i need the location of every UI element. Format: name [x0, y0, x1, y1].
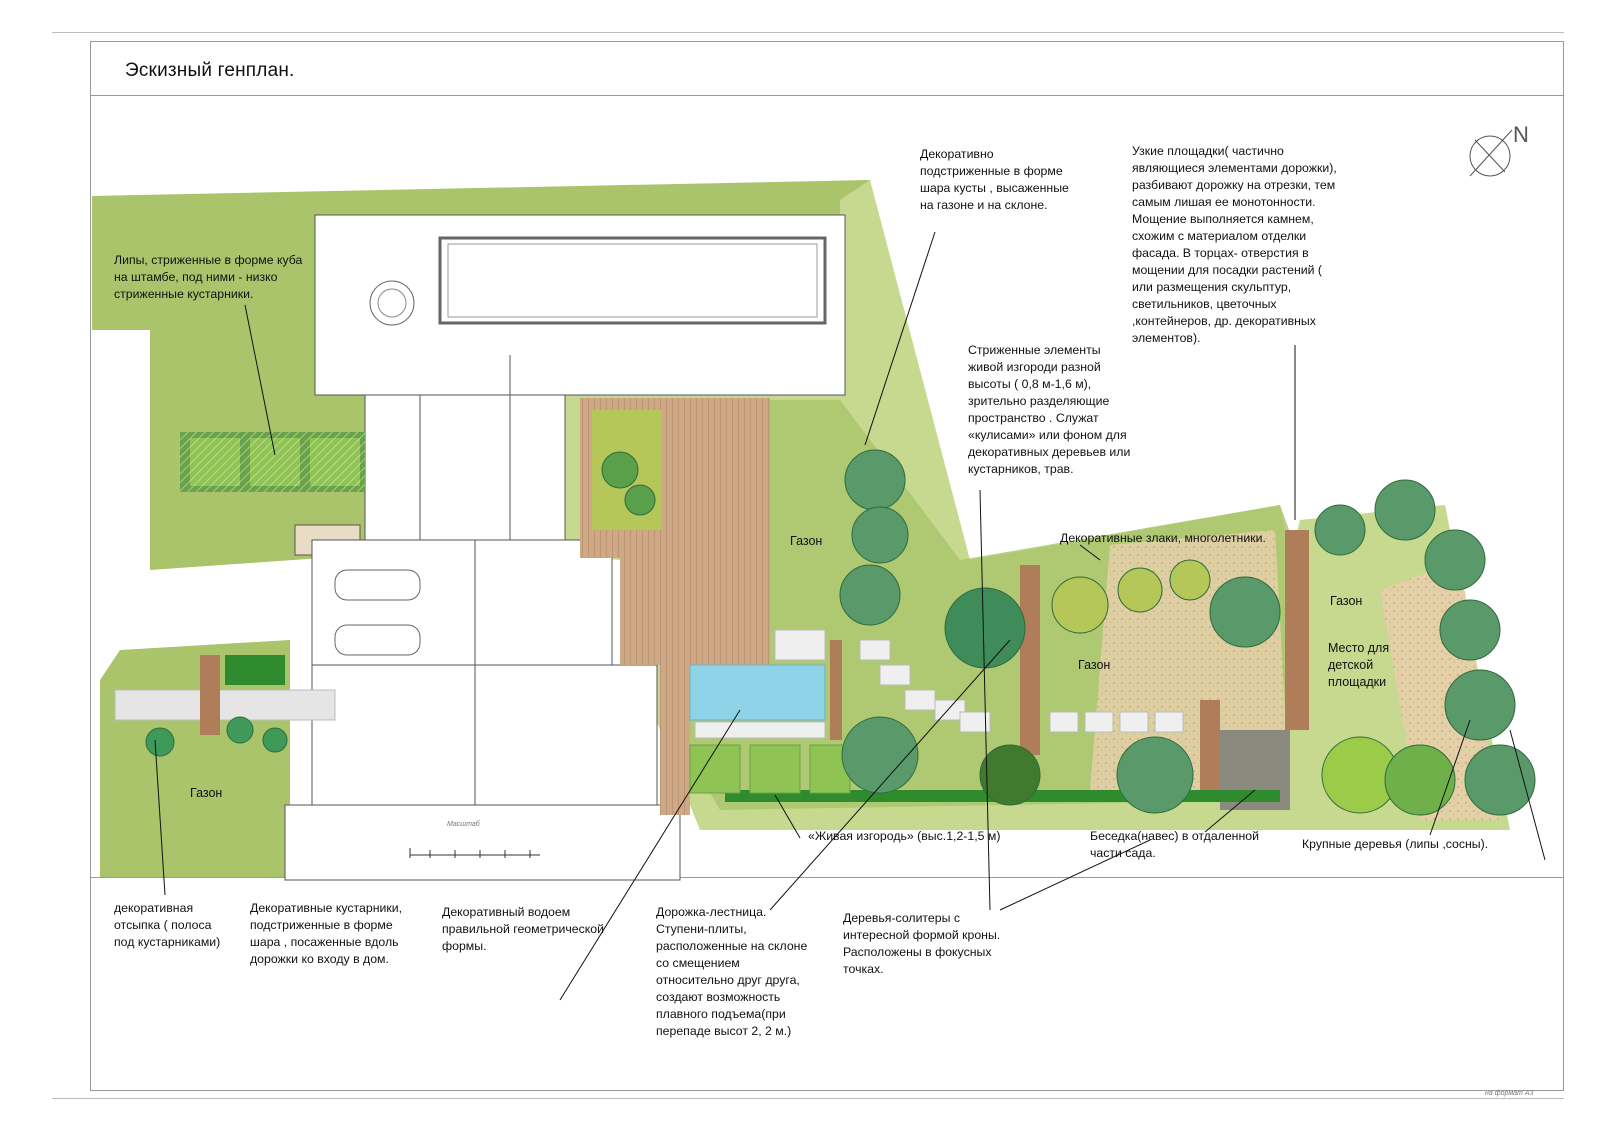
- sheet-top-line: [52, 32, 1564, 33]
- pillar-right: [1285, 530, 1309, 730]
- hedge-bottom-left: [225, 655, 285, 685]
- sheet-bottom-line: [52, 1098, 1564, 1099]
- label-lawn-right: Газон: [1330, 594, 1363, 608]
- note-live-hedge: «Живая изгородь» (выс.1,2-1,5 м): [808, 829, 1001, 843]
- note-grasses: Декоративные злаки, многолетники.: [1060, 531, 1266, 545]
- note-solitaire: Деревья-солитеры с интересной формой кро…: [843, 911, 1001, 976]
- cars: [334, 569, 421, 656]
- page-title: Эскизный генплан.: [125, 60, 295, 81]
- paving-left: [114, 689, 336, 721]
- wood-deck-lower: [620, 555, 770, 665]
- decorative-pond: [689, 664, 826, 721]
- trees: [145, 449, 1536, 816]
- note-cube-lindens: Липы, стриженные в форме куба на штамбе,…: [114, 253, 303, 301]
- pillar-mid: [830, 640, 842, 740]
- label-format: на формат А3: [1485, 1090, 1534, 1097]
- step-plates: [694, 629, 1184, 739]
- shrub-squares: [689, 744, 851, 794]
- leader-lines: [154, 231, 1546, 1001]
- label-lawn-top: Газон: [790, 534, 823, 548]
- note-big-trees: Крупные деревья (липы ,сосны).: [1302, 837, 1489, 851]
- label-lawn-middle: Газон: [1078, 658, 1111, 672]
- note-ball-bushes: Декоративно подстриженные в форме шара к…: [920, 147, 1069, 212]
- note-pond: Декоративный водоем правильной геометрич…: [442, 905, 604, 953]
- note-stairs: Дорожка-лестница. Ступени-плиты, располо…: [656, 905, 808, 1038]
- note-gazebo: Беседка(навес) в отдаленной части сада.: [1090, 829, 1259, 860]
- note-decor-fill: декоративная отсыпка ( полоса под кустар…: [114, 901, 221, 949]
- label-scale: Масштаб: [447, 821, 480, 828]
- label-playground: Место для детской площадки: [1328, 641, 1390, 689]
- scale-bar: [409, 848, 540, 858]
- note-platforms: Узкие площадки( частично являющиеся элем…: [1132, 144, 1337, 345]
- north-arrow-icon: [1469, 129, 1513, 177]
- pillar-left: [200, 655, 220, 735]
- pillar-center: [1020, 565, 1040, 755]
- note-hedge-elements: Стриженные элементы живой изгороди разно…: [968, 343, 1131, 476]
- legend-divider: [90, 877, 1564, 878]
- drawing-frame: [90, 41, 1564, 1091]
- title-divider: [90, 95, 1564, 96]
- building: [284, 214, 846, 881]
- north-label: N: [1513, 122, 1529, 147]
- label-lawn-bottom-left: Газон: [190, 786, 223, 800]
- wood-deck-strip: [660, 665, 690, 815]
- pillar-gazebo: [1200, 700, 1220, 795]
- note-shrubs: Декоративные кустарники, подстриженные в…: [250, 901, 403, 966]
